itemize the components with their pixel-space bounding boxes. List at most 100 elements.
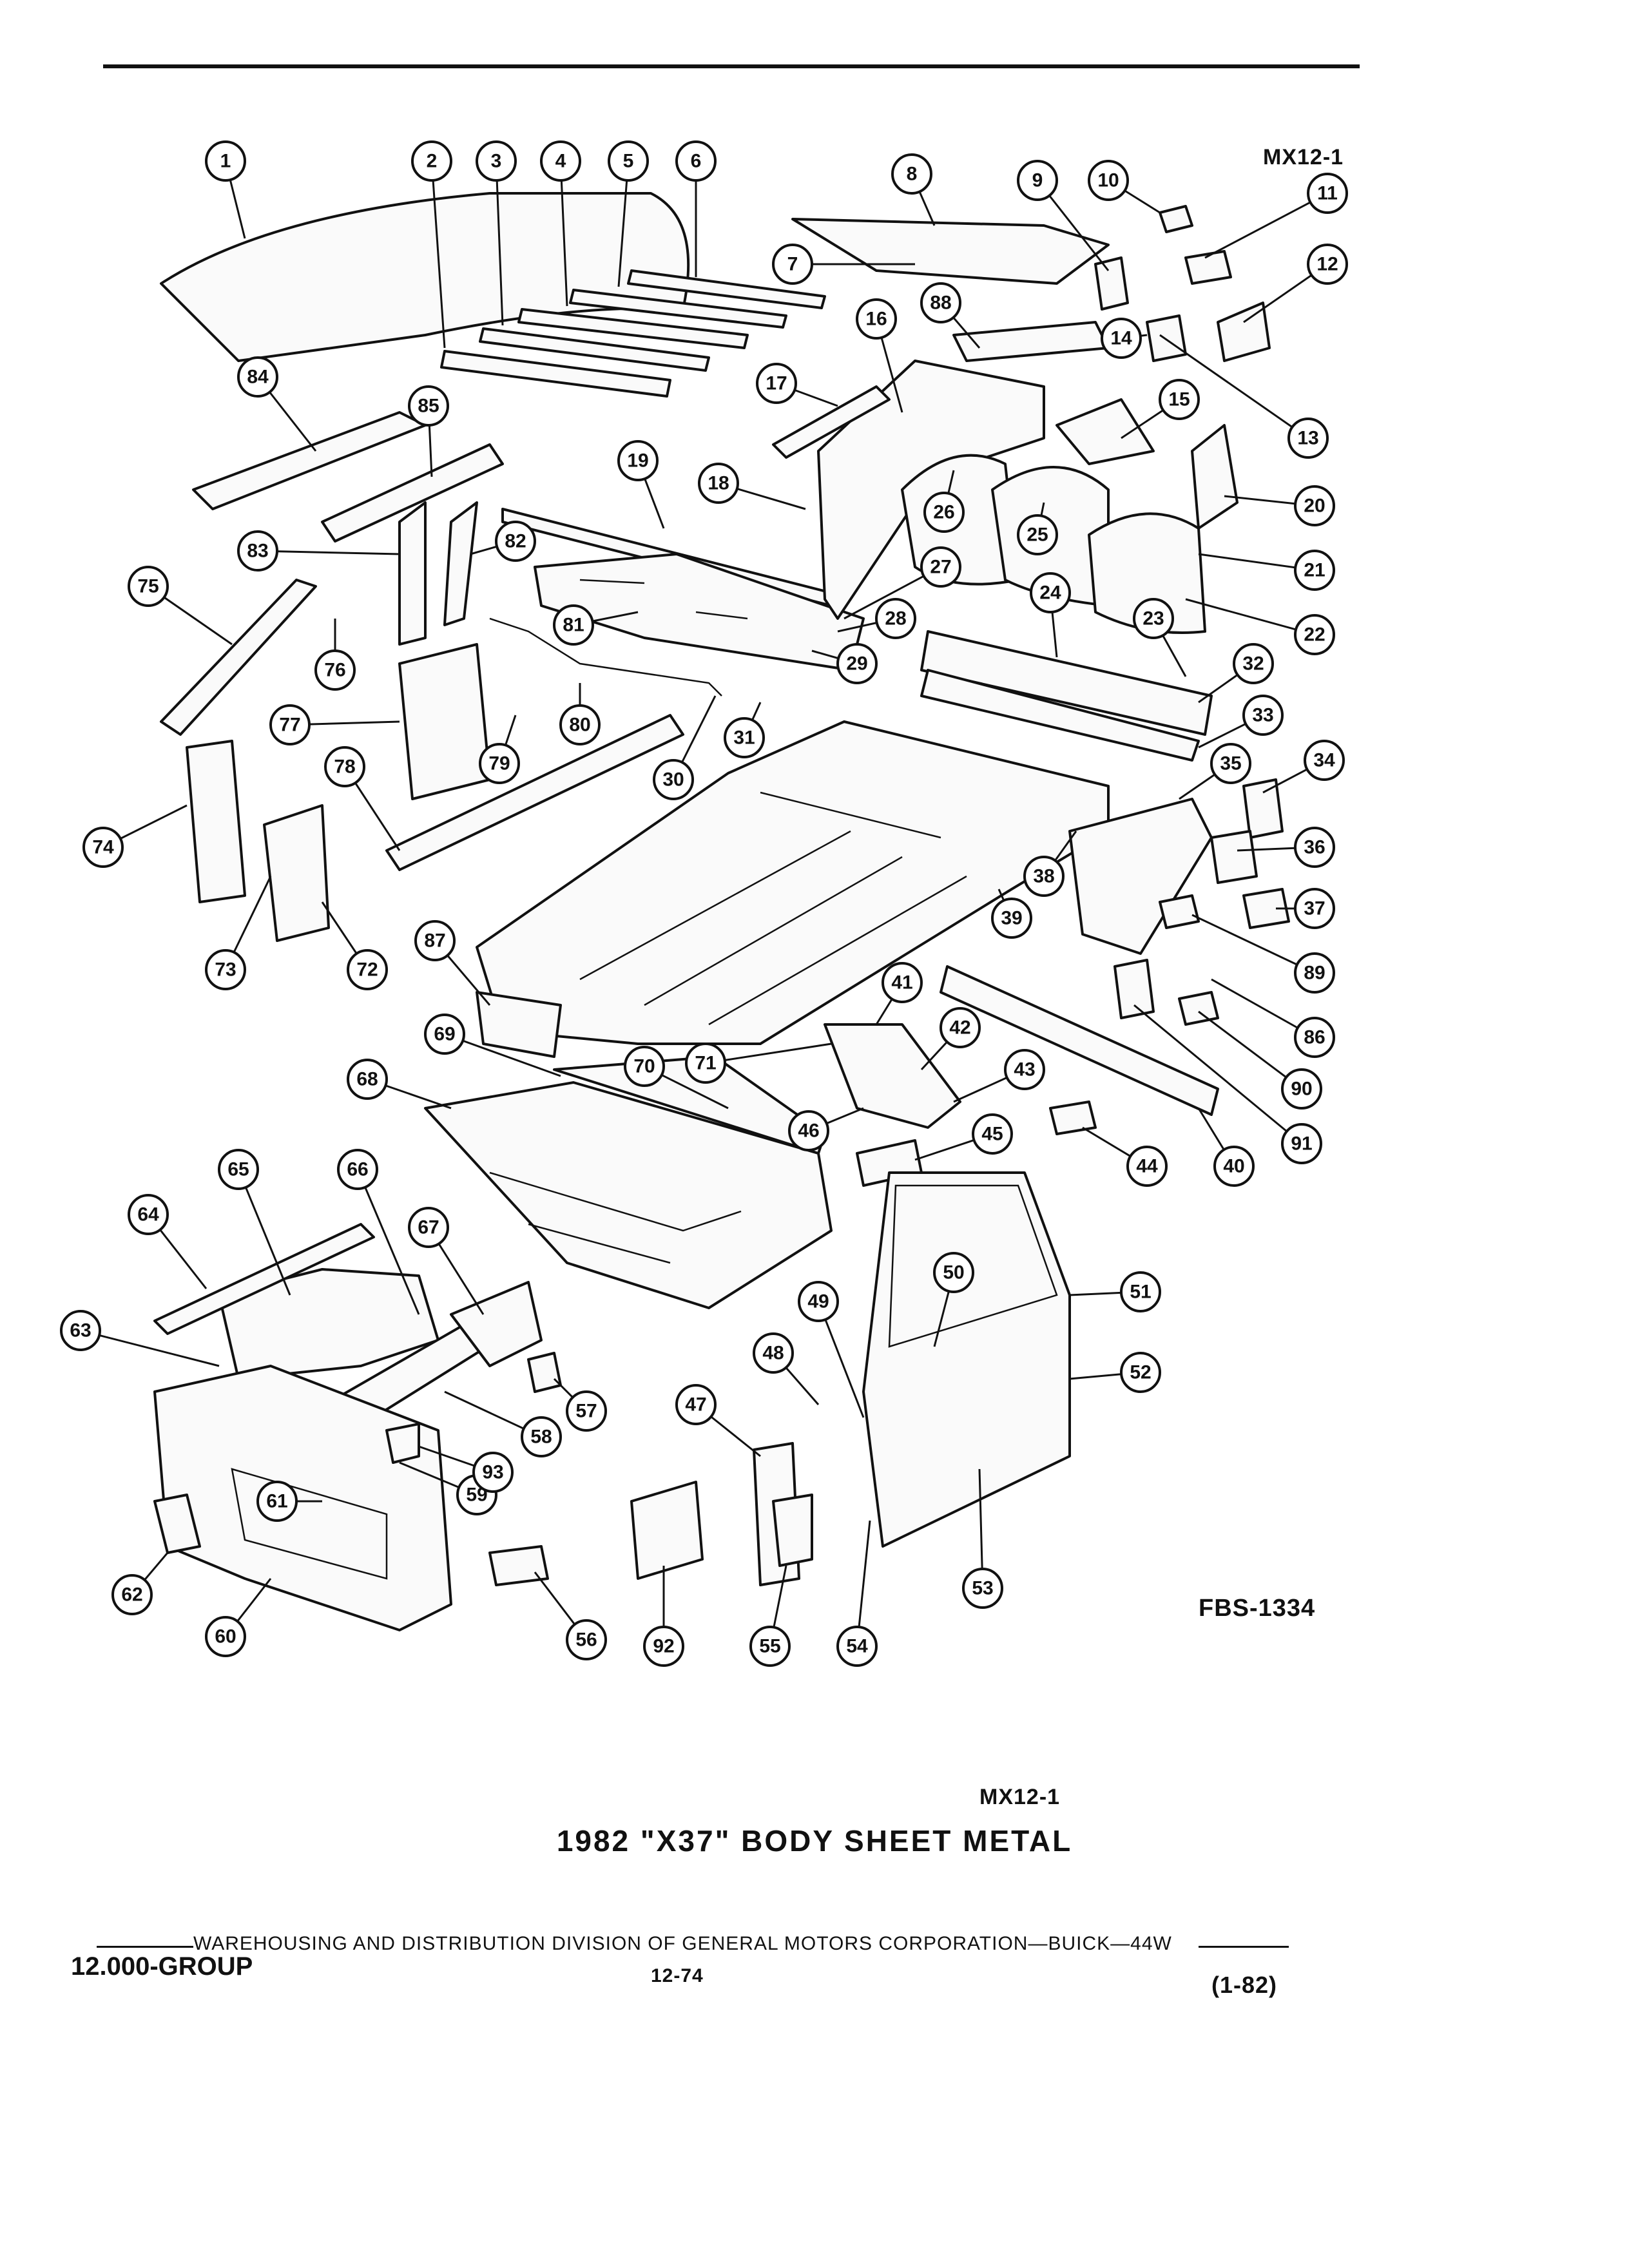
callout-14: 14: [1101, 318, 1142, 359]
callout-16: 16: [856, 298, 897, 340]
radiator-support: [153, 1365, 452, 1631]
leader-line-11: [1204, 192, 1328, 259]
callout-5: 5: [608, 140, 649, 182]
callout-1: 1: [205, 140, 246, 182]
callout-number-92: 92: [653, 1636, 674, 1657]
roof-bow-2: [440, 350, 671, 398]
callout-number-69: 69: [434, 1024, 455, 1045]
callout-81: 81: [553, 604, 594, 646]
callout-42: 42: [940, 1007, 981, 1048]
callout-39: 39: [991, 898, 1032, 939]
callout-24: 24: [1030, 572, 1071, 613]
callout-88: 88: [920, 282, 961, 323]
callout-number-40: 40: [1223, 1156, 1244, 1177]
diagram-code: FBS-1334: [1199, 1595, 1316, 1622]
callout-number-51: 51: [1130, 1282, 1151, 1303]
callout-82: 82: [495, 521, 536, 562]
bracket-56: [488, 1545, 549, 1586]
callout-43: 43: [1004, 1049, 1045, 1090]
callout-80: 80: [559, 704, 601, 745]
callout-number-7: 7: [787, 254, 798, 275]
hinge-92: [630, 1481, 704, 1580]
callout-number-89: 89: [1304, 963, 1325, 984]
callout-40: 40: [1213, 1146, 1255, 1187]
ref-code-bottom: MX12-1: [979, 1785, 1061, 1809]
callout-58: 58: [521, 1416, 562, 1457]
callout-number-14: 14: [1110, 328, 1132, 349]
callout-number-53: 53: [972, 1578, 993, 1599]
callout-number-57: 57: [575, 1401, 597, 1422]
parts-illustration: [153, 192, 1290, 1631]
callout-number-37: 37: [1304, 898, 1325, 919]
callout-19: 19: [617, 440, 659, 481]
callout-66: 66: [337, 1149, 378, 1190]
callout-number-49: 49: [807, 1291, 829, 1312]
callout-number-67: 67: [418, 1217, 439, 1238]
callout-number-33: 33: [1252, 705, 1273, 726]
callout-number-62: 62: [121, 1584, 142, 1606]
callout-number-17: 17: [766, 373, 787, 394]
leader-line-4: [559, 160, 568, 307]
callout-44: 44: [1126, 1146, 1168, 1187]
callout-27: 27: [920, 546, 961, 588]
callout-62: 62: [111, 1574, 153, 1615]
roof-bow-4: [517, 308, 749, 349]
front-floor-panel: [824, 1023, 961, 1129]
callout-54: 54: [836, 1626, 878, 1667]
callout-number-28: 28: [885, 608, 906, 629]
callout-18: 18: [698, 463, 739, 504]
callout-69: 69: [424, 1014, 465, 1055]
callout-21: 21: [1294, 550, 1335, 591]
rear-extension-15: [1055, 398, 1155, 465]
callout-60: 60: [205, 1616, 246, 1657]
callout-number-56: 56: [575, 1629, 597, 1651]
deck-lid: [791, 218, 1110, 285]
callout-70: 70: [624, 1046, 665, 1087]
bracket-12: [1217, 302, 1271, 362]
callout-number-25: 25: [1027, 524, 1048, 546]
callout-9: 9: [1017, 160, 1058, 201]
callout-number-73: 73: [215, 959, 236, 981]
footer-rule-left: [97, 1946, 193, 1948]
callout-30: 30: [653, 759, 694, 800]
callout-31: 31: [724, 717, 765, 758]
callout-77: 77: [269, 704, 311, 745]
revision-date: (1-82): [1211, 1972, 1278, 1998]
leader-line-49: [817, 1301, 865, 1418]
cowl-brace: [489, 617, 722, 697]
callout-17: 17: [756, 363, 797, 404]
bracket-10: [1159, 205, 1193, 233]
callout-number-74: 74: [92, 837, 114, 858]
leader-line-71: [705, 1043, 832, 1064]
callout-78: 78: [324, 746, 365, 787]
rear-wheelhouse-outer: [1068, 798, 1213, 955]
callout-number-10: 10: [1097, 170, 1119, 191]
callout-number-64: 64: [137, 1204, 159, 1225]
callout-number-65: 65: [227, 1159, 249, 1180]
callout-number-9: 9: [1032, 170, 1043, 191]
top-rule: [103, 64, 1360, 68]
callout-35: 35: [1210, 743, 1251, 784]
callout-72: 72: [347, 949, 388, 990]
callout-number-61: 61: [266, 1491, 287, 1512]
leader-line-63: [80, 1329, 220, 1367]
callout-49: 49: [798, 1281, 839, 1322]
callout-number-50: 50: [943, 1262, 964, 1283]
callout-number-36: 36: [1304, 837, 1325, 858]
leader-line-89: [1191, 914, 1315, 974]
callout-25: 25: [1017, 514, 1058, 555]
hinge-pillar-73: [263, 804, 330, 942]
callout-55: 55: [749, 1626, 791, 1667]
hinge-55: [772, 1494, 813, 1567]
callout-number-26: 26: [933, 502, 954, 523]
callout-number-91: 91: [1291, 1133, 1312, 1155]
callout-number-20: 20: [1304, 495, 1325, 517]
callout-number-38: 38: [1033, 866, 1054, 887]
callout-number-43: 43: [1014, 1059, 1035, 1081]
callout-3: 3: [476, 140, 517, 182]
callout-number-16: 16: [865, 309, 887, 330]
page-number: 12-74: [651, 1965, 704, 1986]
bracket-90: [1178, 991, 1219, 1026]
callout-number-11: 11: [1317, 183, 1338, 204]
footer-rule-right: [1199, 1946, 1289, 1948]
